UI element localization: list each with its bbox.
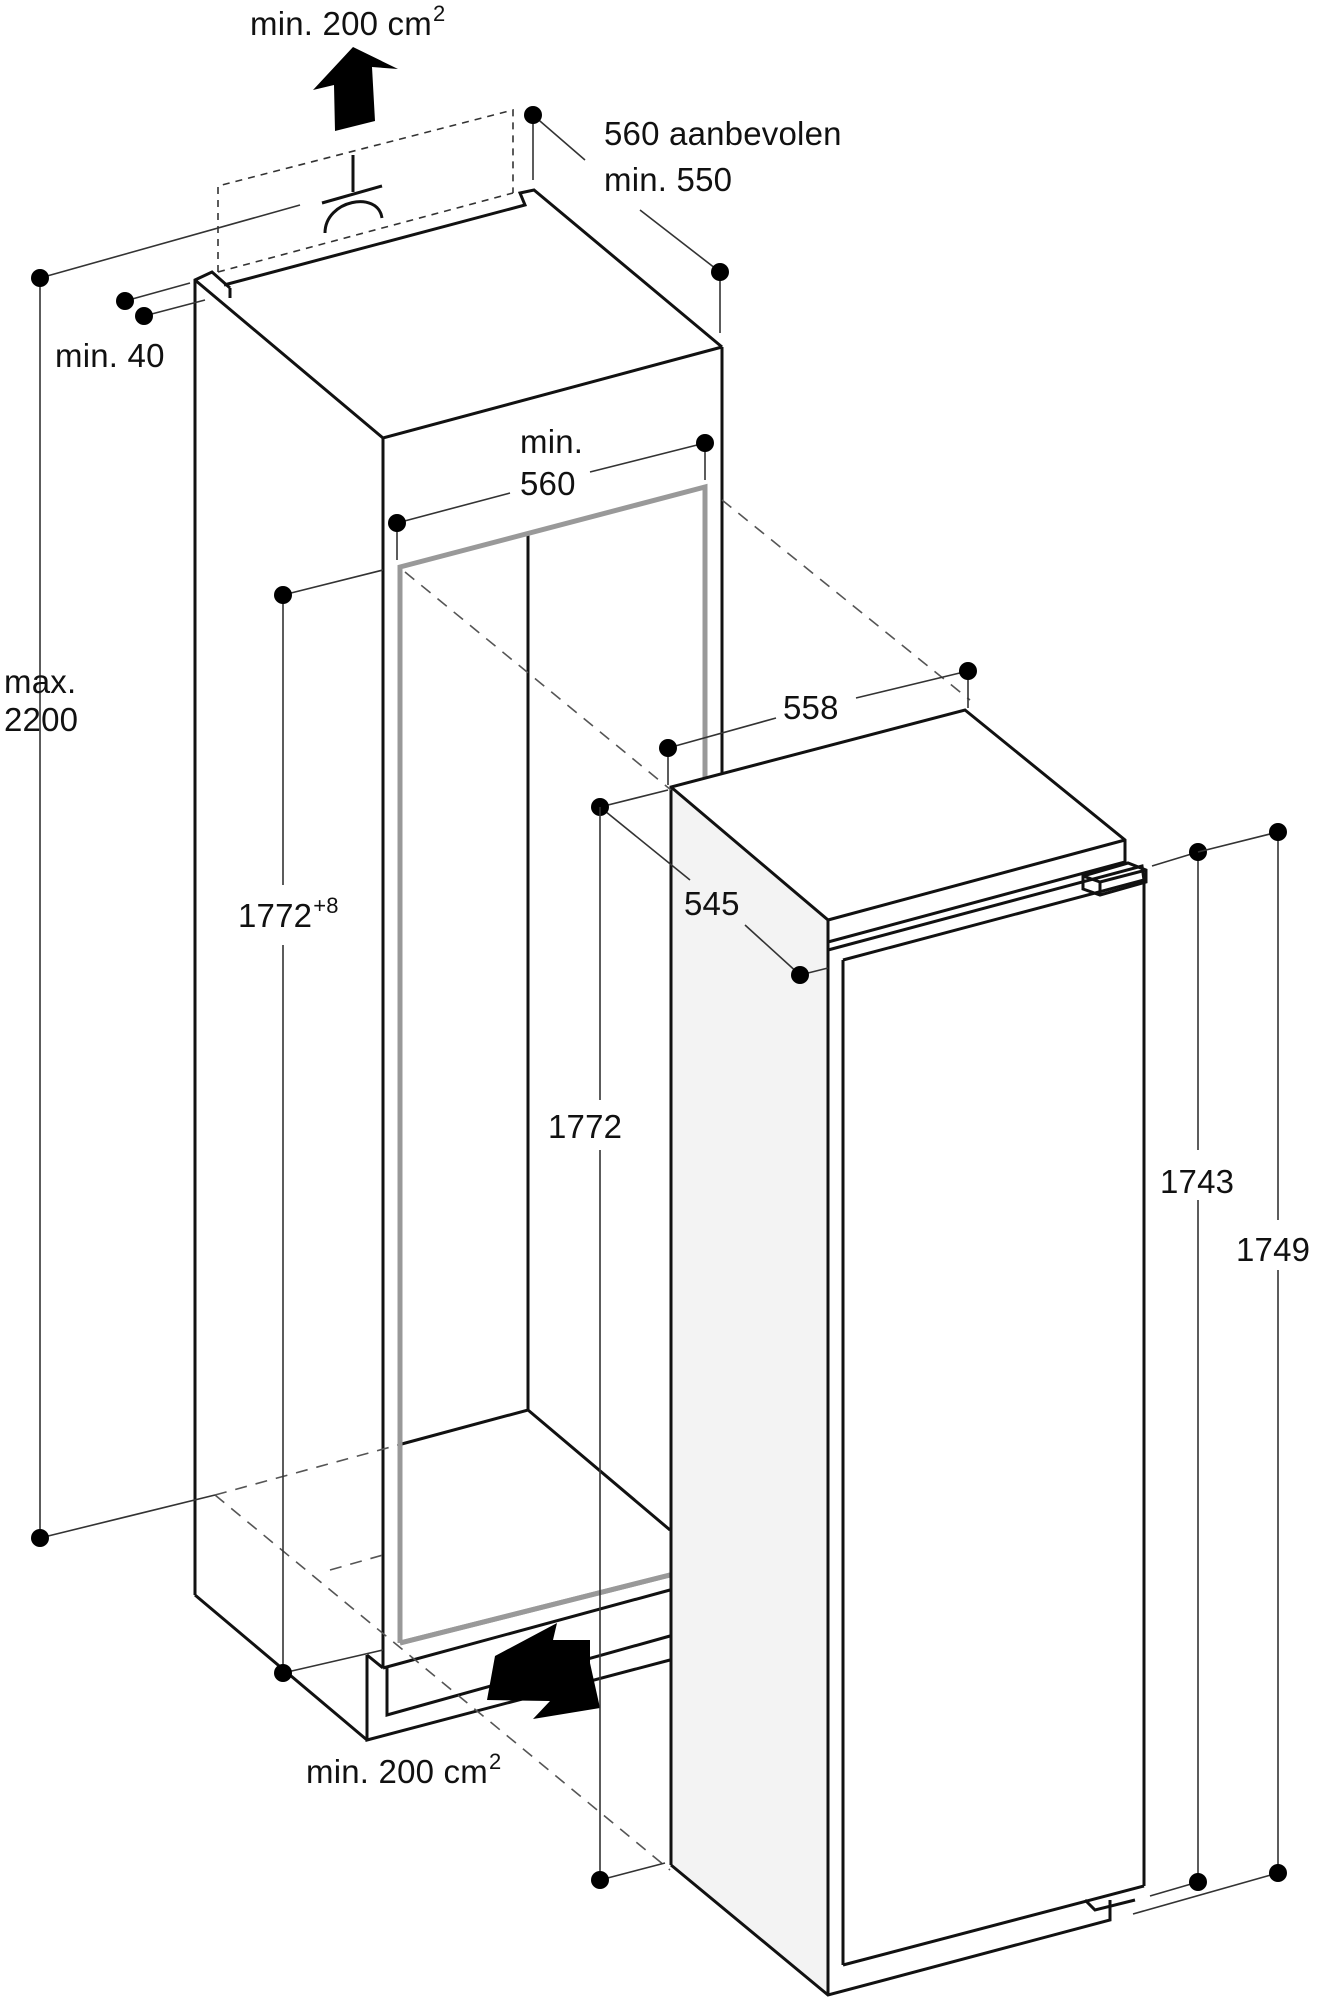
top-vent-area bbox=[217, 108, 514, 273]
vent-top-label-sup: 2 bbox=[432, 1, 446, 26]
door-height-label: 1743 bbox=[1160, 1163, 1235, 1200]
dimension-lines bbox=[31, 106, 1287, 1915]
niche-height-value: 1772 bbox=[238, 897, 313, 934]
bracket-icon bbox=[321, 155, 384, 234]
appliance bbox=[669, 708, 1148, 1997]
niche-width-label-line2: 560 bbox=[520, 465, 576, 502]
vent-top-label: min. 200 cm2 bbox=[250, 1, 446, 48]
depth-min-label: min. 550 bbox=[604, 161, 733, 198]
cabinet bbox=[193, 188, 724, 1742]
niche-height-max-label-line2: 2200 bbox=[4, 701, 79, 738]
vent-bottom-label: min. 200 cm2 bbox=[306, 1749, 502, 1796]
niche-height-label: 1772+8 bbox=[238, 893, 339, 940]
vent-top-label-text: min. 200 cm bbox=[250, 5, 432, 42]
vent-bottom-label-text: min. 200 cm bbox=[306, 1753, 488, 1790]
appliance-height-label: 1772 bbox=[548, 1108, 623, 1145]
top-gap-label: min. 40 bbox=[55, 337, 165, 374]
niche-height-max-label-line1: max. bbox=[4, 663, 77, 700]
arrow-up-right-icon bbox=[487, 1623, 600, 1719]
appliance-width-label: 558 bbox=[783, 689, 839, 726]
arrow-up-icon bbox=[313, 47, 398, 131]
projection-lines bbox=[214, 499, 971, 1871]
overall-height-label: 1749 bbox=[1236, 1231, 1311, 1268]
vent-bottom-label-sup: 2 bbox=[488, 1749, 502, 1774]
niche-width-label-line1: min. bbox=[520, 423, 584, 460]
depth-recommended-label: 560 aanbevolen bbox=[604, 115, 842, 152]
appliance-depth-label: 545 bbox=[684, 885, 740, 922]
niche-height-tolerance: +8 bbox=[313, 893, 339, 918]
